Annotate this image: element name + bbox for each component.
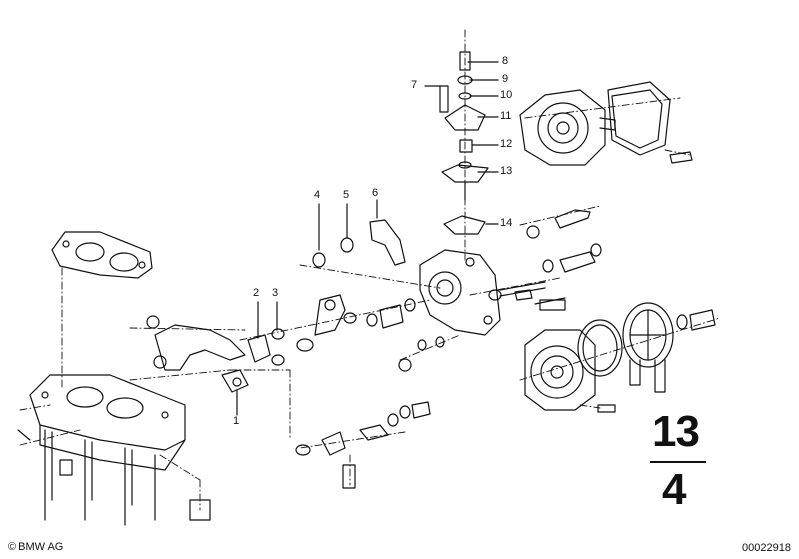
section-group-number: 13 — [652, 407, 700, 456]
part-label-12[interactable]: 12 — [500, 138, 513, 150]
upper-stack — [439, 51, 489, 235]
brand-name: BMW AG — [18, 541, 64, 553]
vacuum-unit-top — [519, 81, 693, 166]
lower-middle-parts — [295, 336, 445, 489]
upper-levers — [312, 219, 406, 268]
part-label-8[interactable]: 8 — [502, 55, 509, 67]
part-label-9[interactable]: 9 — [502, 73, 509, 85]
copyright-symbol: © — [8, 541, 17, 553]
part-label-14[interactable]: 14 — [500, 217, 513, 229]
assembly-axis-lines — [19, 29, 721, 511]
part-label-7[interactable]: 7 — [411, 79, 418, 91]
part-label-3[interactable]: 3 — [272, 287, 279, 299]
section-subgroup-number: 4 — [662, 465, 687, 514]
throttle-linkage — [146, 294, 416, 393]
part-label-2[interactable]: 2 — [253, 287, 260, 299]
flange-gasket — [51, 231, 153, 279]
section-divider — [650, 461, 706, 463]
image-number: 00022918 — [742, 542, 791, 554]
part-label-10[interactable]: 10 — [500, 89, 513, 101]
throttle-body — [17, 374, 211, 526]
part-label-1[interactable]: 1 — [233, 415, 240, 427]
part-label-5[interactable]: 5 — [343, 189, 350, 201]
right-levers — [514, 209, 602, 305]
central-housing — [419, 249, 566, 336]
part-label-6[interactable]: 6 — [372, 187, 379, 199]
part-label-11[interactable]: 11 — [500, 110, 512, 122]
vacuum-unit-bottom — [524, 302, 716, 413]
part-label-4[interactable]: 4 — [314, 189, 321, 201]
copyright-footer: © BMW AG — [8, 541, 63, 553]
leader-lines — [236, 61, 499, 416]
part-label-13[interactable]: 13 — [500, 165, 513, 177]
